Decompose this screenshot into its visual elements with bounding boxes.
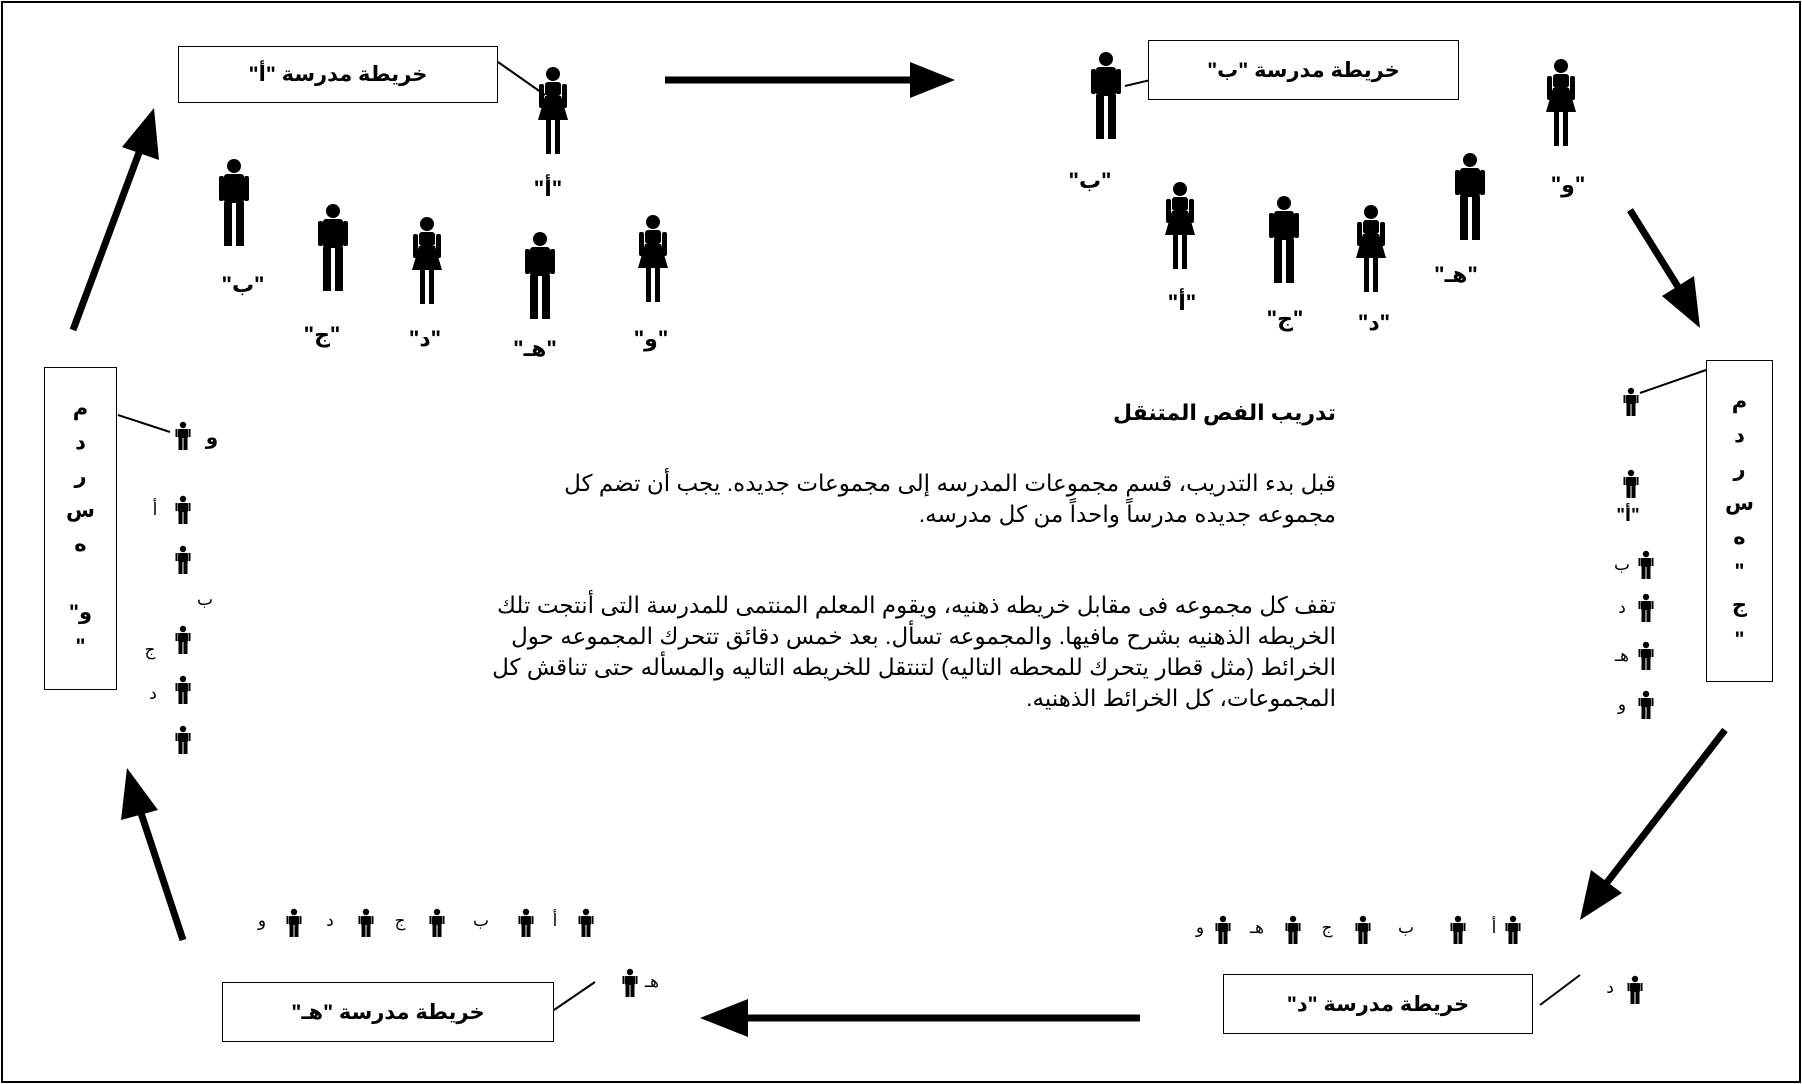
group-w-lead-label: و bbox=[205, 427, 219, 449]
group-c-label-d: د bbox=[1618, 598, 1626, 617]
school-w-map-char: س bbox=[66, 499, 95, 522]
group-b-label-a: "أ" bbox=[1167, 290, 1197, 315]
school-c-map-char: س bbox=[1725, 492, 1754, 515]
group-b-label-d: "د" bbox=[1357, 310, 1391, 335]
group-d-lead-label: د bbox=[1606, 978, 1614, 997]
group-d-label-h: هـ bbox=[1250, 918, 1264, 937]
school-a-map-box: خريطة مدرسة "أ" bbox=[178, 46, 498, 103]
group-c-label-b: ب bbox=[1613, 555, 1631, 574]
group-a-lead-label: "أ" bbox=[533, 176, 563, 201]
group-a-label-j: "ج" bbox=[303, 322, 341, 347]
school-c-map-char: ر bbox=[1733, 458, 1746, 481]
group-w-label-j: ج bbox=[144, 640, 156, 659]
group-d-label-w: و bbox=[1195, 918, 1205, 937]
school-c-map-char: د bbox=[1734, 424, 1745, 447]
school-a-map-label: خريطة مدرسة "أ" bbox=[248, 63, 428, 86]
group-b-lead-label: "ب" bbox=[1068, 168, 1112, 193]
group-b-label-w: "و" bbox=[1550, 172, 1586, 197]
group-h-lead-label: هـ bbox=[645, 972, 659, 991]
instructions-paragraph-1: قبل بدء التدريب، قسم مجموعات المدرسه إلى… bbox=[564, 470, 1336, 527]
group-h-label-w: و bbox=[257, 911, 267, 930]
group-h-label-b: ب bbox=[472, 911, 490, 930]
school-c-map-char: م bbox=[1731, 390, 1748, 413]
group-h-label-j: ج bbox=[394, 911, 406, 930]
group-w-label-b: ب bbox=[196, 590, 214, 609]
group-a-label-b: "ب" bbox=[221, 272, 265, 297]
school-w-map-char: م bbox=[72, 397, 89, 420]
group-d-label-a: أ bbox=[1491, 918, 1497, 937]
group-a-label-d: "د" bbox=[408, 326, 442, 351]
school-c-map-char: ه bbox=[1733, 526, 1746, 549]
school-c-map-char: ج bbox=[1731, 594, 1748, 617]
school-d-map-box: خريطة مدرسة "د" bbox=[1223, 974, 1533, 1034]
group-h-label-d: د bbox=[326, 911, 334, 930]
school-d-map-label: خريطة مدرسة "د" bbox=[1286, 992, 1470, 1016]
group-a-figures bbox=[219, 67, 668, 319]
school-w-map-char: د bbox=[75, 431, 86, 454]
group-w-figures bbox=[175, 421, 191, 754]
school-b-map-box: خريطة مدرسة "ب" bbox=[1148, 40, 1459, 100]
group-c-label-h: هـ bbox=[1615, 646, 1629, 665]
school-w-map-char: ه bbox=[74, 533, 87, 556]
group-w-label-d: د bbox=[149, 684, 157, 703]
group-a-label-w: "و" bbox=[633, 326, 669, 351]
group-h-label-a: أ bbox=[552, 911, 558, 930]
group-a-label-h: "هـ" bbox=[513, 336, 557, 361]
school-h-map-label: خريطة مدرسة "هـ" bbox=[291, 1000, 485, 1024]
school-w-map-char: "و bbox=[68, 601, 93, 624]
school-w-map-char: ر bbox=[74, 465, 87, 488]
group-c-label-w: و bbox=[1617, 695, 1627, 714]
school-c-map-char: " bbox=[1734, 628, 1745, 651]
school-b-map-label: خريطة مدرسة "ب" bbox=[1207, 58, 1400, 82]
group-w-label-a: أ bbox=[152, 500, 158, 519]
group-d-label-b: ب bbox=[1397, 918, 1415, 937]
group-b-label-h: "هـ" bbox=[1434, 262, 1478, 287]
rotation-arrows bbox=[69, 62, 1728, 1037]
school-w-map-char: " bbox=[75, 635, 86, 658]
school-c-map-char: " bbox=[1734, 560, 1745, 583]
group-d-label-j: ج bbox=[1321, 918, 1333, 937]
page-title: تدريب الفص المتنقل bbox=[1112, 400, 1336, 425]
group-c-label-a: "أ" bbox=[1616, 505, 1640, 525]
school-h-map-box: خريطة مدرسة "هـ" bbox=[222, 982, 554, 1042]
group-b-label-j: "ج" bbox=[1266, 306, 1304, 331]
school-w-map-box: م د ر س ه "و " bbox=[44, 367, 117, 690]
instructions-paragraph-2: تقف كل مجموعه فى مقابل خريطه ذهنيه، ويقو… bbox=[492, 592, 1336, 711]
group-c-figures bbox=[1623, 387, 1654, 719]
school-c-map-box: م د ر س ه " ج " bbox=[1706, 360, 1773, 682]
